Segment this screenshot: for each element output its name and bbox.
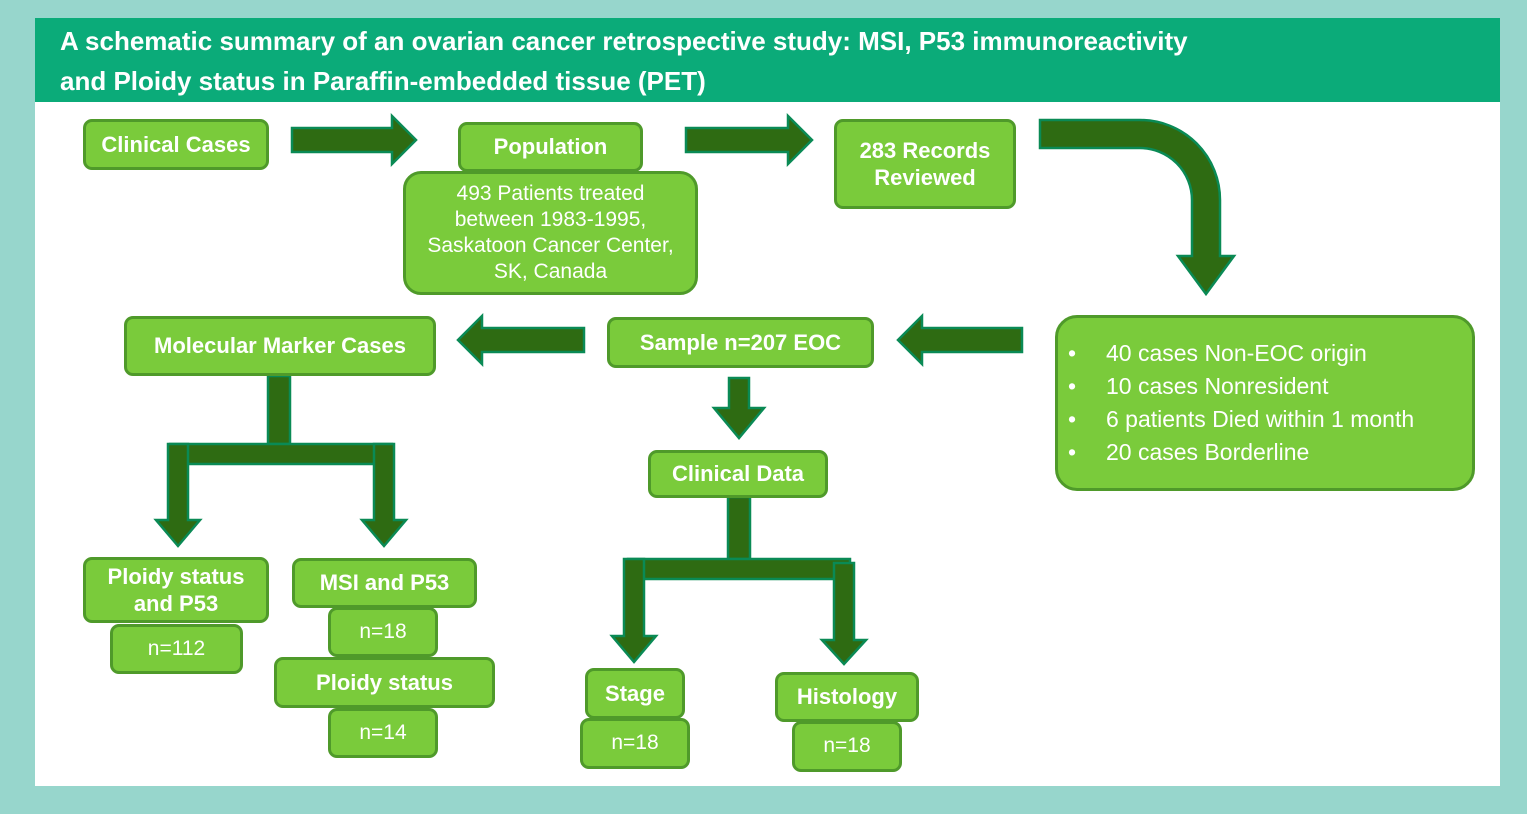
population-detail-box: 493 Patients treated between 1983-1995, … — [403, 171, 698, 295]
arrow-records-to-exclusions — [1038, 118, 1237, 297]
diagram-title-line-1: A schematic summary of an ovarian cancer… — [60, 26, 1188, 56]
msi-p53-count: n=18 — [359, 619, 407, 643]
arrow-sample-to-clinical-data — [711, 376, 767, 440]
arrow-clinical-to-population — [290, 112, 418, 168]
records-reviewed-line: Reviewed — [874, 165, 976, 190]
clinical-cases-box: Clinical Cases — [83, 119, 269, 170]
clinical-cases-label: Clinical Cases — [101, 131, 251, 157]
exclusion-item: 6 patients Died within 1 month — [1068, 403, 1414, 436]
histology-label: Histology — [796, 684, 898, 710]
ploidy-p53-count-box: n=112 — [110, 624, 243, 674]
stage-count-box: n=18 — [580, 718, 690, 769]
population-detail-line: between 1983-1995, — [454, 207, 647, 231]
histology-count: n=18 — [823, 734, 871, 758]
ploidy-p53-box: Ploidy status and P53 — [83, 557, 269, 623]
stage-count: n=18 — [611, 731, 659, 755]
stage-label: Stage — [605, 680, 665, 706]
molecular-trunk — [266, 374, 292, 446]
ploidy-p53-count: n=112 — [147, 636, 206, 660]
arrow-sample-to-molecular — [456, 312, 586, 368]
population-detail-line: Saskatoon Cancer Center, — [427, 234, 674, 257]
diagram-title-line-2: and Ploidy status in Paraffin-embedded t… — [60, 66, 706, 96]
ploidy-status-count-box: n=14 — [328, 708, 438, 758]
exclusions-box: 40 cases Non-EOC origin 10 cases Nonresi… — [1055, 315, 1475, 491]
arrow-to-ploidy-p53 — [153, 442, 203, 548]
arrow-to-msi-p53 — [359, 442, 409, 548]
sample-label: Sample n=207 EOC — [639, 329, 842, 355]
population-box: Population — [458, 122, 643, 172]
arrow-to-stage — [609, 557, 659, 664]
sample-box: Sample n=207 EOC — [607, 317, 874, 368]
msi-p53-label: MSI and P53 — [319, 570, 450, 596]
arrow-exclusions-to-sample — [896, 312, 1024, 368]
histology-count-box: n=18 — [792, 721, 902, 772]
exclusion-item: 40 cases Non-EOC origin — [1068, 337, 1414, 370]
exclusion-item: 20 cases Borderline — [1068, 436, 1414, 469]
records-reviewed-line: 283 Records — [859, 137, 991, 163]
population-detail-line: 493 Patients treated — [456, 181, 645, 205]
molecular-crossbar — [168, 442, 394, 466]
title-banner — [35, 18, 1500, 102]
msi-p53-box: MSI and P53 — [292, 558, 477, 608]
ploidy-p53-line: and P53 — [133, 591, 219, 616]
arrow-to-histology — [819, 561, 869, 666]
molecular-marker-box: Molecular Marker Cases — [124, 316, 436, 376]
exclusion-item: 10 cases Nonresident — [1068, 370, 1414, 403]
ploidy-status-box: Ploidy status — [274, 657, 495, 708]
arrow-population-to-records — [684, 112, 814, 168]
clinical-data-label: Clinical Data — [671, 461, 805, 487]
msi-p53-count-box: n=18 — [328, 607, 438, 657]
population-label: Population — [493, 134, 608, 160]
ploidy-p53-line: Ploidy status — [107, 563, 245, 589]
clinical-data-box: Clinical Data — [648, 450, 828, 498]
stage-box: Stage — [585, 668, 685, 719]
ploidy-status-count: n=14 — [359, 720, 407, 744]
histology-box: Histology — [775, 672, 919, 722]
records-reviewed-box: 283 Records Reviewed — [834, 119, 1016, 209]
molecular-marker-label: Molecular Marker Cases — [154, 333, 406, 359]
clinical-data-trunk — [726, 495, 752, 561]
clinical-data-crossbar — [626, 557, 852, 581]
exclusions-list: 40 cases Non-EOC origin 10 cases Nonresi… — [1068, 337, 1414, 469]
population-detail-line: SK, Canada — [493, 260, 608, 284]
ploidy-status-label: Ploidy status — [316, 669, 453, 695]
